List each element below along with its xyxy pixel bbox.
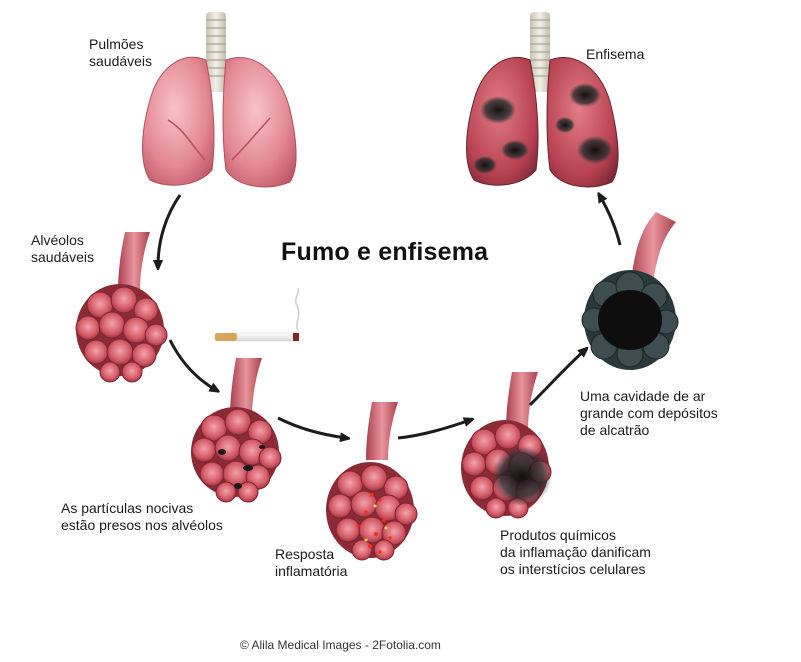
label-large-air-cavity: Uma cavidade de ar grande com depósitos … [580, 388, 718, 438]
label-inflammatory-response: Resposta inflamatória [275, 546, 348, 579]
arrow-alveoli-to-particles [168, 339, 216, 390]
arrow-particles-to-inflammation [277, 416, 346, 438]
label-particles-trapped: As partículas nocivas estão presos nos a… [61, 500, 223, 533]
inflammatory-alveoli [326, 402, 418, 561]
label-healthy-lungs: Pulmões saudáveis [89, 36, 153, 69]
cycle-arrows [158, 194, 622, 440]
arrow-lungs-to-alveoli [158, 194, 182, 266]
healthy-alveoli [75, 232, 168, 383]
arrow-inflammation-to-damage [397, 420, 470, 440]
emphysema-lungs [466, 12, 619, 188]
copyright-notice: © Alila Medical Images - 2Fotolia.com [240, 638, 441, 652]
damaged-alveoli [461, 372, 552, 519]
healthy-lungs [142, 12, 297, 188]
cigarette-icon [215, 287, 300, 342]
large-cavity-alveoli [581, 212, 679, 370]
particles-trapped-alveoli [191, 358, 282, 503]
diagram-title: Fumo e enfisema [281, 238, 489, 266]
label-healthy-alveoli: Alvéolos saudáveis [31, 232, 95, 265]
arrow-damage-to-cavity [528, 350, 585, 407]
arrow-cavity-to-emphysema [600, 196, 622, 246]
label-emphysema: Enfisema [586, 46, 645, 62]
label-chemicals-damage: Produtos químicos da inflamação danifica… [500, 527, 651, 577]
